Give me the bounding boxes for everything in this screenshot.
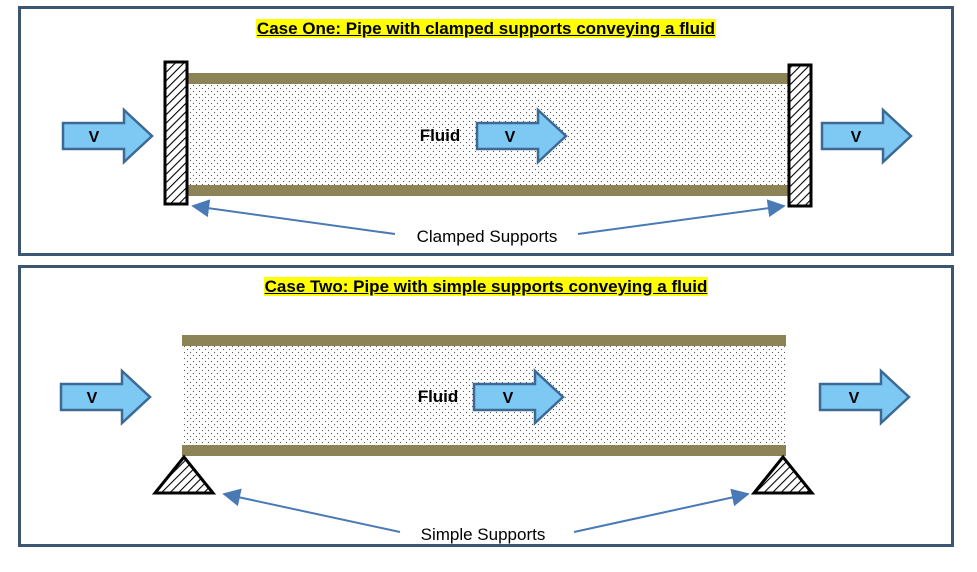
case-two-inlet-arrow: V [59,368,152,426]
case-one-fluid-arrow: V [475,107,568,165]
case-one-left-clamp [163,60,189,206]
case-one-inlet-velocity-label: V [89,129,100,146]
case-one-support-label: Clamped Supports [417,227,558,246]
case-two-title-wrap: Case Two: Pipe with simple supports conv… [21,277,951,297]
case-two-left-support [151,454,217,495]
case-two-pipe-bottom-wall [182,445,786,456]
case-two-pipe-top-wall [182,335,786,346]
case-two-title: Case Two: Pipe with simple supports conv… [263,277,709,296]
case-one-outlet-arrow: V [820,107,913,165]
case-two-outlet-arrow: V [818,368,911,426]
case-two-fluid-velocity-label: V [503,390,514,407]
case-one-outlet-velocity-label: V [851,129,862,146]
case-two-inlet-velocity-label: V [87,390,98,407]
case-one-title-wrap: Case One: Pipe with clamped supports con… [21,19,951,39]
case-one-diagram: V V V Fluid Clamped Supports [61,60,913,246]
case-one-pipe-bottom-wall [188,185,788,196]
case-two-left-pointer [222,488,401,533]
case-one-pipe-top-wall [188,73,788,84]
case-two-diagram: V V V Fluid Simple Supports [59,335,911,544]
case-one-inlet-arrow: V [61,107,154,165]
case-one-fluid-label: Fluid [420,126,461,145]
case-two-fluid-label: Fluid [418,387,459,406]
case-one-left-pointer [191,199,396,235]
case-one-right-pointer [577,199,786,235]
case-one-fluid-velocity-label: V [505,129,516,146]
case-two-outlet-velocity-label: V [849,390,860,407]
case-two-right-pointer [573,488,750,533]
case-two-fluid-arrow: V [472,368,565,426]
case-one-title: Case One: Pipe with clamped supports con… [255,19,717,38]
case-one-right-clamp [787,63,813,208]
case-two-support-label: Simple Supports [421,525,546,544]
case-two-right-support [750,454,816,495]
